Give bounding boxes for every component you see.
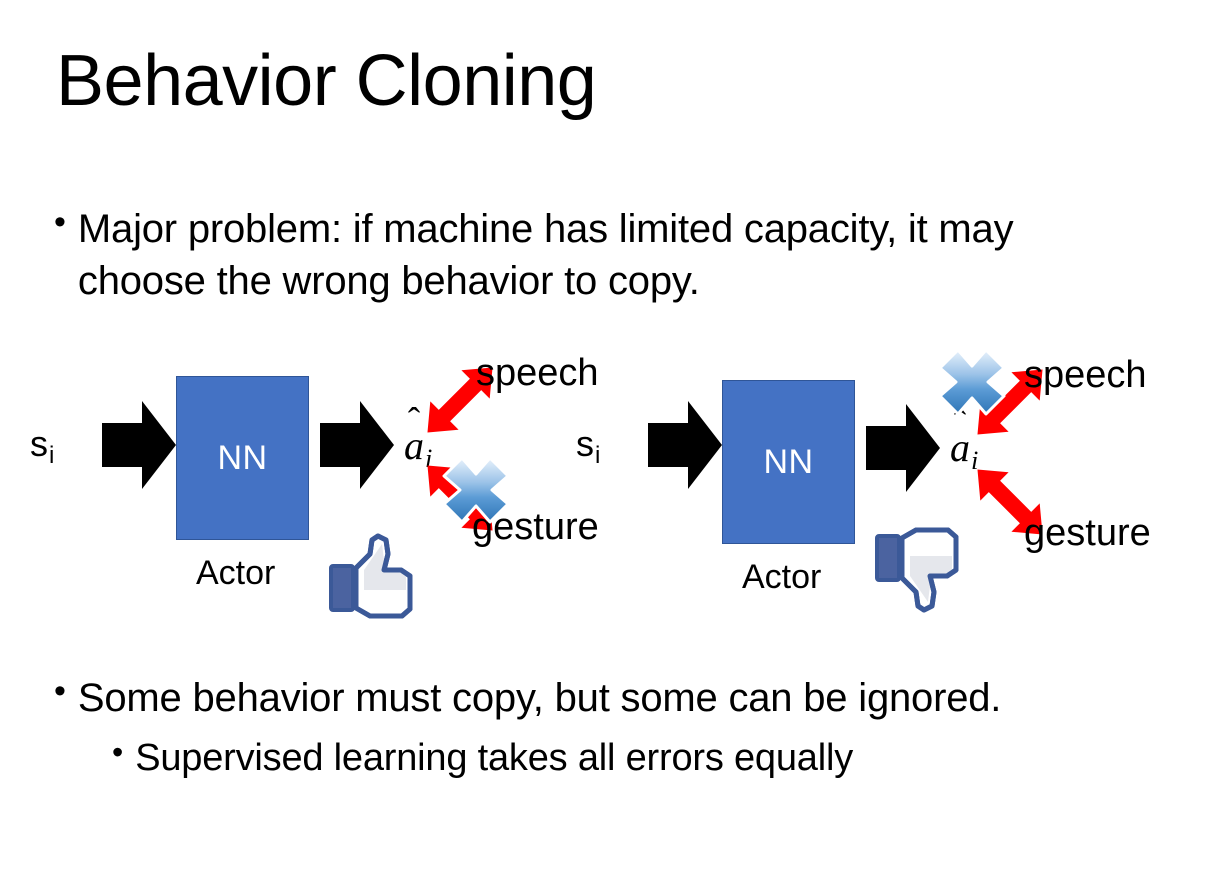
nn-box-label-right: NN (763, 443, 814, 481)
input-state-base: s (576, 423, 594, 464)
thumbs-down-icon-right (872, 524, 964, 616)
bullet-bottom-1-text: Some behavior must copy, but some can be… (77, 676, 1002, 720)
output-action-label-right: ai (950, 428, 979, 475)
diagram-right: si NN Actor ai (562, 338, 1162, 638)
branch-label-gesture-right: gesture (1024, 512, 1151, 554)
output-action-label-left: ai (404, 426, 433, 473)
input-state-base: s (30, 423, 48, 464)
input-arrow-icon-right (648, 397, 722, 493)
output-arrow-icon-right (866, 400, 940, 496)
bullet-bottom-2-text: Supervised learning takes all errors equ… (135, 737, 854, 779)
bullet-bottom-2: • Supervised learning takes all errors e… (112, 734, 1172, 783)
diagram-left: si NN Actor ai (16, 338, 616, 638)
input-arrow-icon-left (102, 397, 176, 493)
bullet-marker-icon: • (54, 672, 66, 710)
bullet-marker-icon: • (54, 203, 66, 241)
nn-box-label-left: NN (217, 439, 268, 477)
page-title: Behavior Cloning (56, 41, 597, 121)
input-state-label-left: si (30, 426, 54, 468)
branch-arrow-speech-right (958, 350, 1062, 454)
bullet-marker-icon: • (112, 734, 124, 770)
branch-arrow-gesture-right (958, 450, 1062, 554)
thumbs-up-icon-left (326, 530, 418, 622)
output-action-subscript: i (425, 442, 433, 473)
actor-caption-left: Actor (196, 554, 276, 592)
branch-label-speech-left: speech (476, 352, 599, 394)
output-arrow-icon-left (320, 397, 394, 493)
output-action-base: a (950, 428, 970, 468)
output-action-subscript: i (971, 444, 979, 475)
nn-box-left: NN (176, 376, 309, 540)
branch-label-speech-right: speech (1024, 354, 1147, 396)
bullet-top: • Major problem: if machine has limited … (54, 203, 1074, 307)
cross-out-icon-speech-right (934, 344, 1010, 420)
input-state-subscript: i (49, 441, 55, 469)
actor-caption-right: Actor (742, 558, 822, 596)
input-state-label-right: si (576, 426, 600, 468)
branch-arrow-speech-left (408, 348, 512, 452)
output-action-base: a (404, 426, 424, 466)
cross-out-icon-gesture-left (438, 452, 514, 528)
bullet-top-text: Major problem: if machine has limited ca… (77, 207, 1014, 303)
nn-box-right: NN (722, 380, 855, 544)
bullet-bottom-1: • Some behavior must copy, but some can … (54, 672, 1174, 724)
input-state-subscript: i (595, 441, 601, 469)
